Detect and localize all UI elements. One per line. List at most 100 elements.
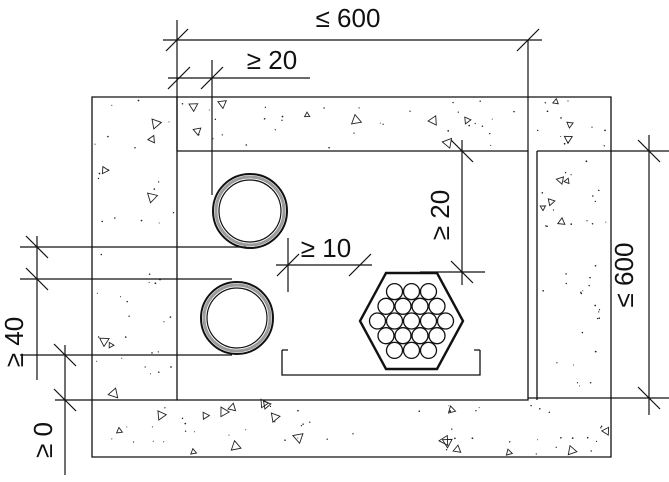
- aggregate-dot: [598, 309, 601, 311]
- aggregate-dot: [600, 425, 603, 428]
- aggregate-dot: [545, 225, 547, 227]
- aggregate-dot: [263, 117, 266, 120]
- aggregate-dot: [581, 331, 584, 334]
- aggregate-dot: [274, 421, 276, 423]
- aggregate-dot: [595, 440, 598, 442]
- aggregate-dot: [352, 433, 354, 435]
- concrete-block: [91, 96, 612, 458]
- cable-core: [436, 312, 455, 330]
- cable-core: [428, 297, 446, 315]
- aggregate-dot: [546, 110, 549, 113]
- aggregate-dot: [297, 437, 299, 439]
- aggregate-dot: [570, 174, 572, 176]
- aggregate-dot: [157, 181, 160, 183]
- aggregate-dot: [198, 134, 200, 136]
- aggregate-dot: [119, 296, 122, 298]
- aggregate-dot: [309, 421, 311, 423]
- dim-bottom-offset-label: ≥ 0: [28, 422, 58, 458]
- aggregate-dot: [358, 107, 360, 109]
- aggregate-dot: [536, 129, 539, 132]
- aggregate-dot: [184, 430, 187, 432]
- aggregate-dot: [471, 437, 474, 440]
- aggregate-dot: [564, 172, 567, 174]
- aggregate-dot: [98, 172, 101, 175]
- pipe-upper: [212, 173, 288, 249]
- aggregate-dot: [481, 125, 484, 127]
- aggregate-dot: [300, 425, 303, 427]
- cable-core: [402, 282, 421, 301]
- aggregate-dot: [589, 276, 591, 279]
- aggregate-dot: [600, 427, 602, 429]
- aggregate-dot: [555, 446, 557, 448]
- aggregate-dot: [490, 144, 492, 146]
- aggregate-dot: [124, 336, 127, 338]
- aggregate-dot: [508, 441, 511, 443]
- cable-core: [385, 282, 404, 301]
- aggregate-dot: [269, 405, 272, 408]
- aggregate-dot: [489, 132, 491, 135]
- aggregate-dot: [214, 118, 217, 121]
- aggregate-triangle: [563, 177, 570, 185]
- aggregate-triangle: [202, 411, 211, 421]
- aggregate-dot: [445, 449, 448, 451]
- aggregate-triangle: [447, 405, 457, 414]
- aggregate-triangle: [107, 387, 119, 399]
- aggregate-dot: [578, 385, 581, 387]
- dim-pipe-spacing-label: ≥ 40: [0, 317, 29, 367]
- aggregate-triangle: [217, 100, 228, 110]
- aggregate-dot: [170, 366, 172, 368]
- aggregate-dot: [163, 321, 165, 323]
- aggregate-dot: [539, 408, 541, 410]
- aggregate-triangle: [303, 111, 311, 118]
- aggregate-dot: [281, 115, 284, 118]
- aggregate-dot: [571, 437, 574, 439]
- aggregate-dot: [154, 282, 157, 285]
- aggregate-dot: [323, 107, 325, 109]
- aggregate-dot: [208, 109, 210, 111]
- cable-core: [385, 312, 404, 330]
- aggregate-dot: [328, 146, 330, 149]
- aggregate-dot: [576, 382, 579, 384]
- aggregate-dot: [451, 428, 453, 430]
- aggregate-dot: [570, 223, 573, 225]
- aggregate-dot: [594, 350, 597, 353]
- aggregate-triangle: [551, 97, 560, 105]
- dim-offset-right-label: ≥ 20: [425, 190, 455, 240]
- aggregate-dot: [448, 405, 450, 407]
- aggregate-dot: [565, 282, 568, 285]
- aggregate-dot: [353, 132, 355, 134]
- aggregate-triangle: [188, 103, 199, 113]
- cable-bundle: [358, 271, 465, 371]
- aggregate-dot: [114, 217, 116, 219]
- aggregate-dot: [409, 110, 411, 112]
- aggregate-dot: [379, 122, 381, 124]
- aggregate-dot: [548, 411, 551, 414]
- aggregate-dot: [537, 439, 539, 441]
- cable-core: [368, 312, 387, 330]
- aggregate-dot: [221, 134, 223, 136]
- aggregate-triangle: [108, 341, 115, 349]
- aggregate-triangle: [427, 114, 437, 126]
- aggregate-dot: [157, 351, 159, 353]
- aggregate-dot: [567, 141, 569, 144]
- aggregate-dot: [418, 410, 421, 412]
- aggregate-dot: [591, 223, 594, 225]
- aggregate-dot: [101, 220, 104, 223]
- aggregate-dot: [449, 410, 452, 413]
- aggregate-triangle: [146, 192, 159, 204]
- concrete-outer-outline: [91, 96, 612, 458]
- cable-core: [402, 312, 421, 330]
- aggregate-dot: [447, 130, 450, 132]
- cable-tray: [281, 349, 481, 376]
- aggregate-dot: [172, 212, 175, 214]
- aggregate-dot: [184, 422, 187, 425]
- aggregate-dot: [281, 119, 283, 122]
- aggregate-triangle: [262, 400, 272, 410]
- aggregate-dot: [572, 364, 575, 366]
- cable-core: [419, 282, 438, 301]
- cable-core: [411, 297, 429, 315]
- aggregate-triangle: [220, 406, 231, 418]
- cable-bundle-hexagon: [358, 271, 465, 371]
- cable-core: [428, 327, 446, 345]
